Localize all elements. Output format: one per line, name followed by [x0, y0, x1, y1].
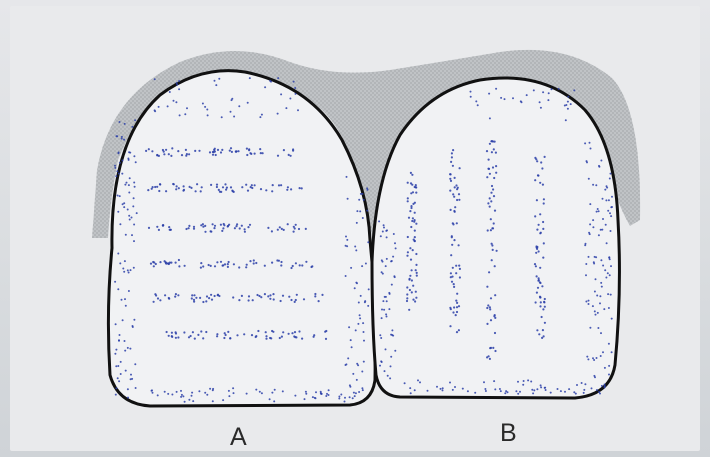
label-b: B	[500, 421, 517, 446]
label-a: A	[230, 425, 247, 450]
